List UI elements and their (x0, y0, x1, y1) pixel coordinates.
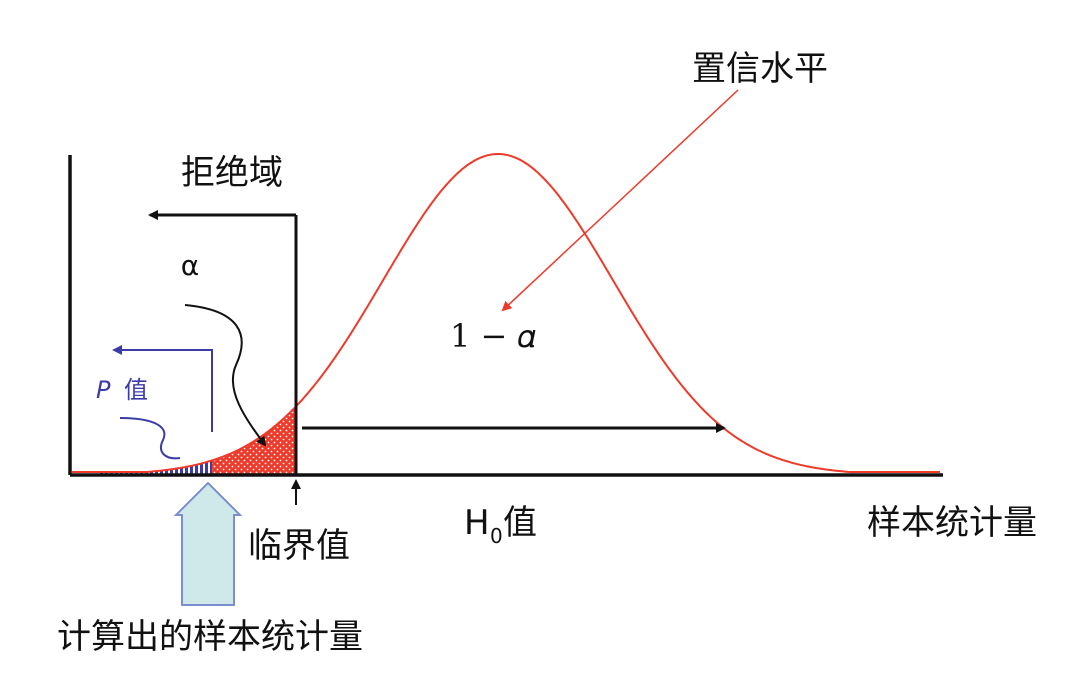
p-value-arrow (112, 345, 213, 432)
alpha-region-fill (212, 406, 296, 475)
curved-arrow-icon (184, 304, 267, 447)
p-value-region-fill (100, 460, 212, 475)
computed-statistic-label: 计算出的样本统计量 (57, 617, 363, 657)
computed-statistic-arrow (173, 481, 243, 606)
p-value-label-p: P (96, 376, 111, 404)
one-minus-alpha-label: 1 − 𝛼 (450, 317, 536, 355)
critical-value-label: 临界值 (248, 526, 350, 566)
alpha-label: α (181, 249, 199, 282)
p-value-label-zhi: 值 (124, 376, 148, 404)
p-value-squiggle (119, 417, 181, 460)
confidence-level-label: 置信水平 (692, 49, 828, 89)
h0-label-h: H (464, 503, 490, 543)
sample-statistic-label: 样本统计量 (867, 503, 1037, 543)
confidence-level-arrow (501, 89, 739, 312)
rejection-region-label: 拒绝域 (181, 153, 283, 193)
normal-distribution-curve (72, 153, 940, 473)
h0-label-zhi: 值 (503, 503, 537, 543)
h0-label-sub: 0 (490, 524, 503, 548)
